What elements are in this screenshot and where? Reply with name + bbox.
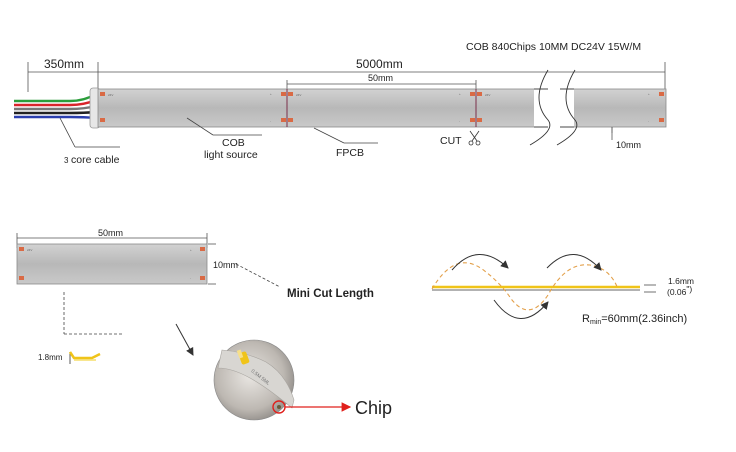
pad-mark-plus: + bbox=[648, 92, 650, 96]
thickness-in-label: (0.06") bbox=[667, 284, 692, 297]
mini-pad-mark-24v: 24V bbox=[27, 248, 32, 252]
segment-length-label: 50mm bbox=[368, 73, 393, 83]
solder-pads-mini bbox=[19, 247, 205, 280]
mini-led-segment bbox=[16, 243, 208, 285]
strip-length-label: 5000mm bbox=[356, 57, 403, 71]
cable-length-label: 350mm bbox=[44, 57, 84, 71]
chip-photo: 0.5M 5ML bbox=[213, 339, 295, 421]
mini-width-label: 10mm bbox=[213, 260, 238, 270]
photo-pointer-arrow bbox=[175, 323, 194, 356]
pad-mark-24v: 24V bbox=[296, 93, 301, 97]
mini-pad-mark-minus: - bbox=[190, 276, 191, 280]
callout-leaders bbox=[59, 117, 378, 148]
spec-line: COB 840Chips 10MM DC24V 15W/M bbox=[466, 41, 641, 53]
chip-height-label: 1.8mm bbox=[38, 353, 63, 362]
light-source-label: light source bbox=[204, 149, 258, 161]
solder-pads-top bbox=[100, 92, 664, 122]
mini-dashed-leaders bbox=[63, 263, 281, 335]
cable-label-num: 3 bbox=[64, 156, 69, 165]
mini-length-label: 50mm bbox=[98, 228, 123, 238]
pad-mark-minus: - bbox=[648, 119, 649, 123]
mini-cut-length-title: Mini Cut Length bbox=[287, 288, 374, 300]
thickness-mm-label: 1.6mm bbox=[668, 276, 694, 286]
cable-label: core cable bbox=[71, 154, 120, 166]
top-led-strip bbox=[97, 88, 667, 128]
pad-mark-24v: 24V bbox=[485, 93, 490, 97]
bend-diagram bbox=[431, 254, 656, 319]
top-dimension-lines bbox=[27, 62, 666, 92]
scissors-icon bbox=[468, 130, 481, 146]
break-marks bbox=[529, 69, 578, 146]
pad-mark-plus: + bbox=[459, 92, 461, 96]
pad-mark-24v: 24V bbox=[108, 93, 113, 97]
pad-mark-plus: + bbox=[270, 92, 272, 96]
cut-lines bbox=[286, 89, 477, 127]
mini-pad-mark-plus: + bbox=[190, 248, 192, 252]
three-core-cable bbox=[14, 92, 97, 120]
pad-mark-minus: - bbox=[270, 119, 271, 123]
bend-radius-label: Rmin=60mm(2.36inch) bbox=[582, 313, 687, 326]
cob-label: COB bbox=[222, 137, 245, 149]
chip-height-detail bbox=[68, 351, 101, 364]
top-width-label: 10mm bbox=[616, 140, 641, 150]
cut-label: CUT bbox=[440, 135, 462, 147]
fpcb-label: FPCB bbox=[336, 147, 364, 159]
chip-label: Chip bbox=[355, 398, 392, 418]
pad-mark-minus: - bbox=[459, 119, 460, 123]
